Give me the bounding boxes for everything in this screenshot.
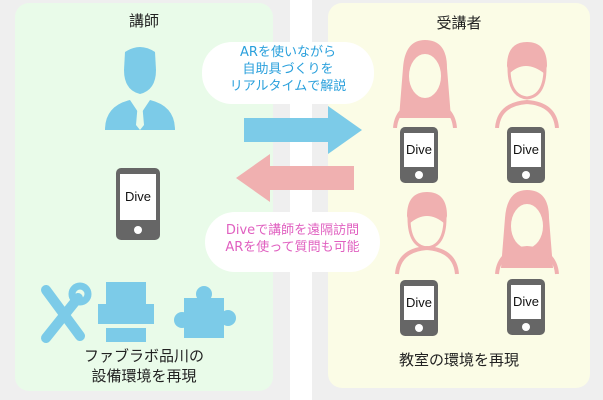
student-phone-icon: Dive (507, 127, 545, 183)
phone-label: Dive (511, 133, 541, 167)
bubble-line: 自助具づくりを (242, 62, 334, 77)
caption-line: ファブラボ品川の (83, 347, 204, 365)
phone-label: Dive (404, 133, 434, 167)
phone-label: Dive (120, 174, 156, 220)
phone-label: Dive (404, 286, 434, 320)
phone-label: Dive (511, 285, 541, 319)
puzzle-icon (174, 286, 236, 338)
arrow-right-icon (244, 106, 362, 154)
student-icon-male (495, 42, 559, 128)
student-title: 受講者 (436, 14, 482, 32)
question-bubble: Diveで講師を遠隔訪問 ARを使って質問も可能 (205, 212, 380, 272)
fab-equipment-icons (41, 282, 236, 343)
explanation-bubble: ARを使いながら 自助具づくりを リアルタイムで解説 (202, 42, 374, 104)
student-phone-icon: Dive (507, 279, 545, 335)
student-icon-female (393, 40, 559, 128)
teacher-person-icon (105, 47, 175, 130)
student-phone-icon: Dive (400, 127, 438, 183)
printer-icon (98, 282, 154, 342)
student-phone-icon: Dive (400, 280, 438, 336)
bubble-line: Diveで講師を遠隔訪問 (225, 223, 360, 238)
caption-line: 設備環境を再現 (91, 367, 197, 385)
teacher-caption: ファブラボ品川の 設備環境を再現 (15, 346, 273, 386)
bubble-line: ARを使って質問も可能 (225, 240, 360, 255)
bubble-line: リアルタイムで解説 (229, 79, 347, 94)
teacher-phone-icon: Dive (116, 168, 160, 240)
student-icons-row2 (395, 190, 559, 275)
bubble-line: ARを使いながら (240, 45, 336, 60)
student-caption: 教室の環境を再現 (398, 351, 519, 369)
tools-icon (41, 282, 92, 343)
arrow-left-icon (236, 154, 354, 202)
teacher-title: 講師 (128, 12, 159, 30)
